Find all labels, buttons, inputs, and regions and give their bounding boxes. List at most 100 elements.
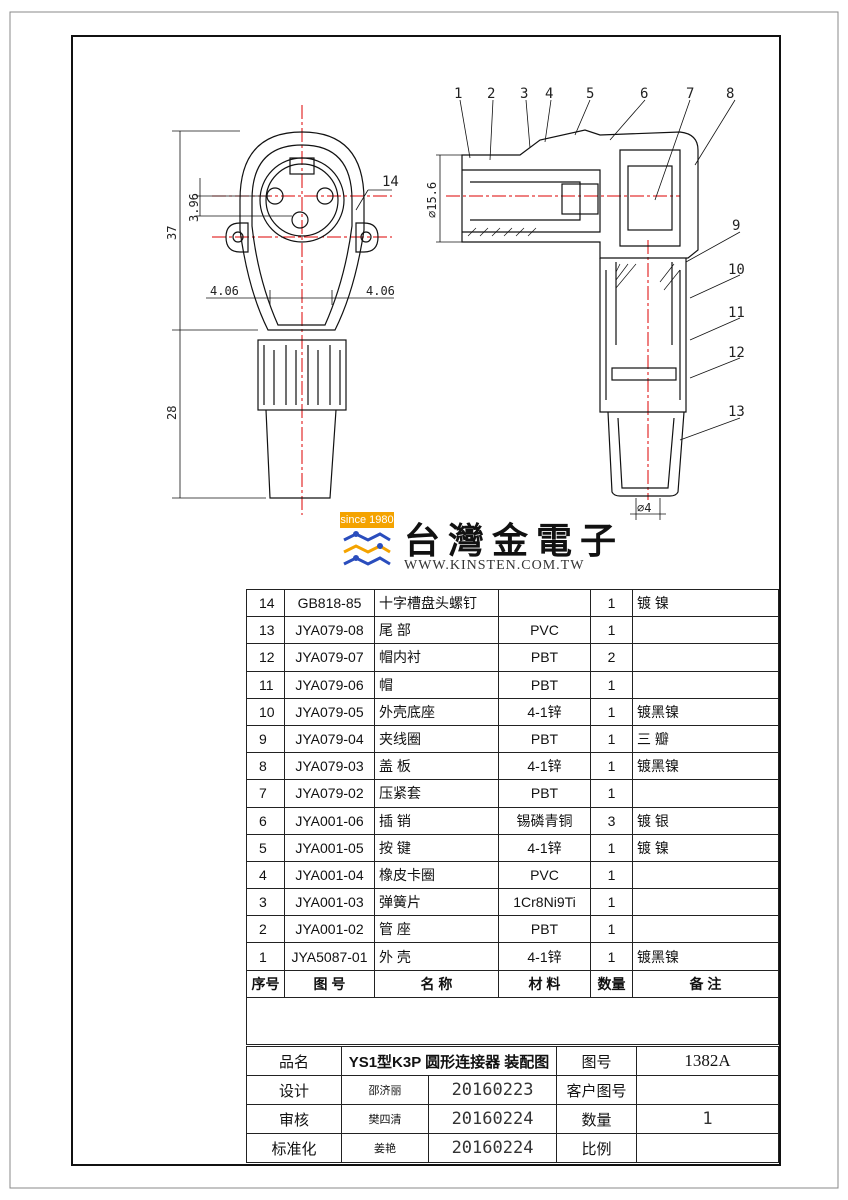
bom-cell-code: JYA079-03: [284, 752, 375, 781]
bom-header-qty: 数量: [590, 969, 633, 998]
callout-10: 10: [728, 262, 745, 278]
bom-cell-code: JYA079-08: [284, 616, 375, 645]
bom-cell-qty: 1: [590, 942, 633, 971]
callout-9: 9: [732, 218, 740, 234]
bom-cell-note: [632, 670, 779, 699]
bom-cell-note: 镀黑镍: [632, 752, 779, 781]
bom-cell-qty: 1: [590, 588, 633, 618]
customer-no-value: [636, 1075, 780, 1105]
quantity-value: 1: [636, 1104, 780, 1134]
bom-cell-note: 镀黑镍: [632, 942, 779, 971]
bom-cell-name: 帽: [374, 670, 499, 699]
product-value: YS1型K3P 圆形连接器 装配图: [340, 1046, 558, 1076]
bom-cell-name: 十字槽盘头螺钉: [374, 588, 499, 618]
bom-cell-qty: 1: [590, 724, 633, 754]
bom-cell-name: 外 壳: [374, 942, 499, 971]
bom-cell-note: [632, 915, 779, 944]
scale-label: 比例: [556, 1133, 638, 1163]
bom-cell-code: GB818-85: [284, 588, 375, 618]
bom-cell-qty: 3: [590, 806, 633, 835]
callout-2: 2: [487, 86, 495, 102]
company-logo: since 1980 台灣金電子 WWW.KINSTEN.COM.TW: [340, 512, 630, 580]
bom-cell-material: PBT: [498, 779, 591, 808]
bom-cell-name: 按 键: [374, 833, 499, 862]
bom-cell-material: 4-1锌: [498, 752, 591, 781]
bom-cell-no: 2: [246, 915, 285, 944]
bom-cell-material: 4-1锌: [498, 942, 591, 971]
bom-header-row: 序号图 号名 称材 料数量备 注: [246, 969, 779, 998]
callout-6: 6: [640, 86, 648, 102]
bom-cell-code: JYA001-02: [284, 915, 375, 944]
logo-mark-icon: [343, 531, 391, 566]
bom-cell-no: 10: [246, 697, 285, 726]
bom-cell-name: 管 座: [374, 915, 499, 944]
bom-cell-note: 镀黑镍: [632, 697, 779, 726]
bom-cell-no: 3: [246, 888, 285, 917]
bom-cell-material: PBT: [498, 643, 591, 672]
bom-cell-name: 尾 部: [374, 616, 499, 645]
bom-blank-cell: [246, 996, 779, 1045]
bom-cell-code: JYA001-05: [284, 833, 375, 862]
bom-cell-name: 插 销: [374, 806, 499, 835]
bom-cell-no: 4: [246, 860, 285, 890]
bom-cell-code: JYA001-04: [284, 860, 375, 890]
bom-cell-material: 锡磷青铜: [498, 806, 591, 835]
bom-cell-code: JYA079-05: [284, 697, 375, 726]
bom-cell-name: 帽内衬: [374, 643, 499, 672]
bom-cell-note: [632, 779, 779, 808]
bom-cell-material: [498, 588, 591, 618]
bom-cell-no: 1: [246, 942, 285, 971]
outer-frame: [9, 11, 839, 1189]
bom-header-code: 图 号: [284, 969, 375, 998]
bom-cell-qty: 2: [590, 643, 633, 672]
bom-cell-no: 9: [246, 724, 285, 754]
bom-cell-no: 8: [246, 752, 285, 781]
standard-signature: 姜艳: [341, 1133, 429, 1163]
bom-cell-code: JYA079-07: [284, 643, 375, 672]
bom-cell-note: [632, 860, 779, 890]
bom-cell-note: [632, 888, 779, 917]
bom-header-material: 材 料: [498, 969, 591, 998]
bom-cell-qty: 1: [590, 888, 633, 917]
dim-28: 28: [165, 406, 179, 420]
bom-cell-qty: 1: [590, 697, 633, 726]
bom-header-note: 备 注: [632, 969, 779, 998]
callout-13: 13: [728, 404, 745, 420]
callout-5: 5: [586, 86, 594, 102]
bom-cell-no: 12: [246, 643, 285, 672]
callout-1: 1: [454, 86, 462, 102]
bom-cell-name: 压紧套: [374, 779, 499, 808]
bom-cell-material: PVC: [498, 616, 591, 645]
bom-cell-no: 13: [246, 616, 285, 645]
bom-cell-note: [632, 616, 779, 645]
callout-8: 8: [726, 86, 734, 102]
bom-cell-name: 外壳底座: [374, 697, 499, 726]
bom-cell-name: 夹线圈: [374, 724, 499, 754]
scale-value: [636, 1133, 780, 1163]
callout-11: 11: [728, 305, 745, 321]
customer-no-label: 客户图号: [556, 1075, 638, 1105]
bom-cell-qty: 1: [590, 860, 633, 890]
title-block: 品名 YS1型K3P 圆形连接器 装配图 图号 1382A 设计 邵济丽 201…: [246, 1046, 780, 1163]
bom-cell-qty: 1: [590, 616, 633, 645]
bom-cell-code: JYA079-04: [284, 724, 375, 754]
bom-cell-material: PBT: [498, 915, 591, 944]
bom-cell-no: 7: [246, 779, 285, 808]
product-label: 品名: [246, 1046, 342, 1076]
bom-cell-no: 11: [246, 670, 285, 699]
bom-cell-material: PVC: [498, 860, 591, 890]
review-signature: 樊四清: [341, 1104, 429, 1134]
standard-label: 标准化: [246, 1133, 342, 1163]
bom-header-name: 名 称: [374, 969, 499, 998]
dim-4-06-right: 4.06: [366, 284, 395, 298]
